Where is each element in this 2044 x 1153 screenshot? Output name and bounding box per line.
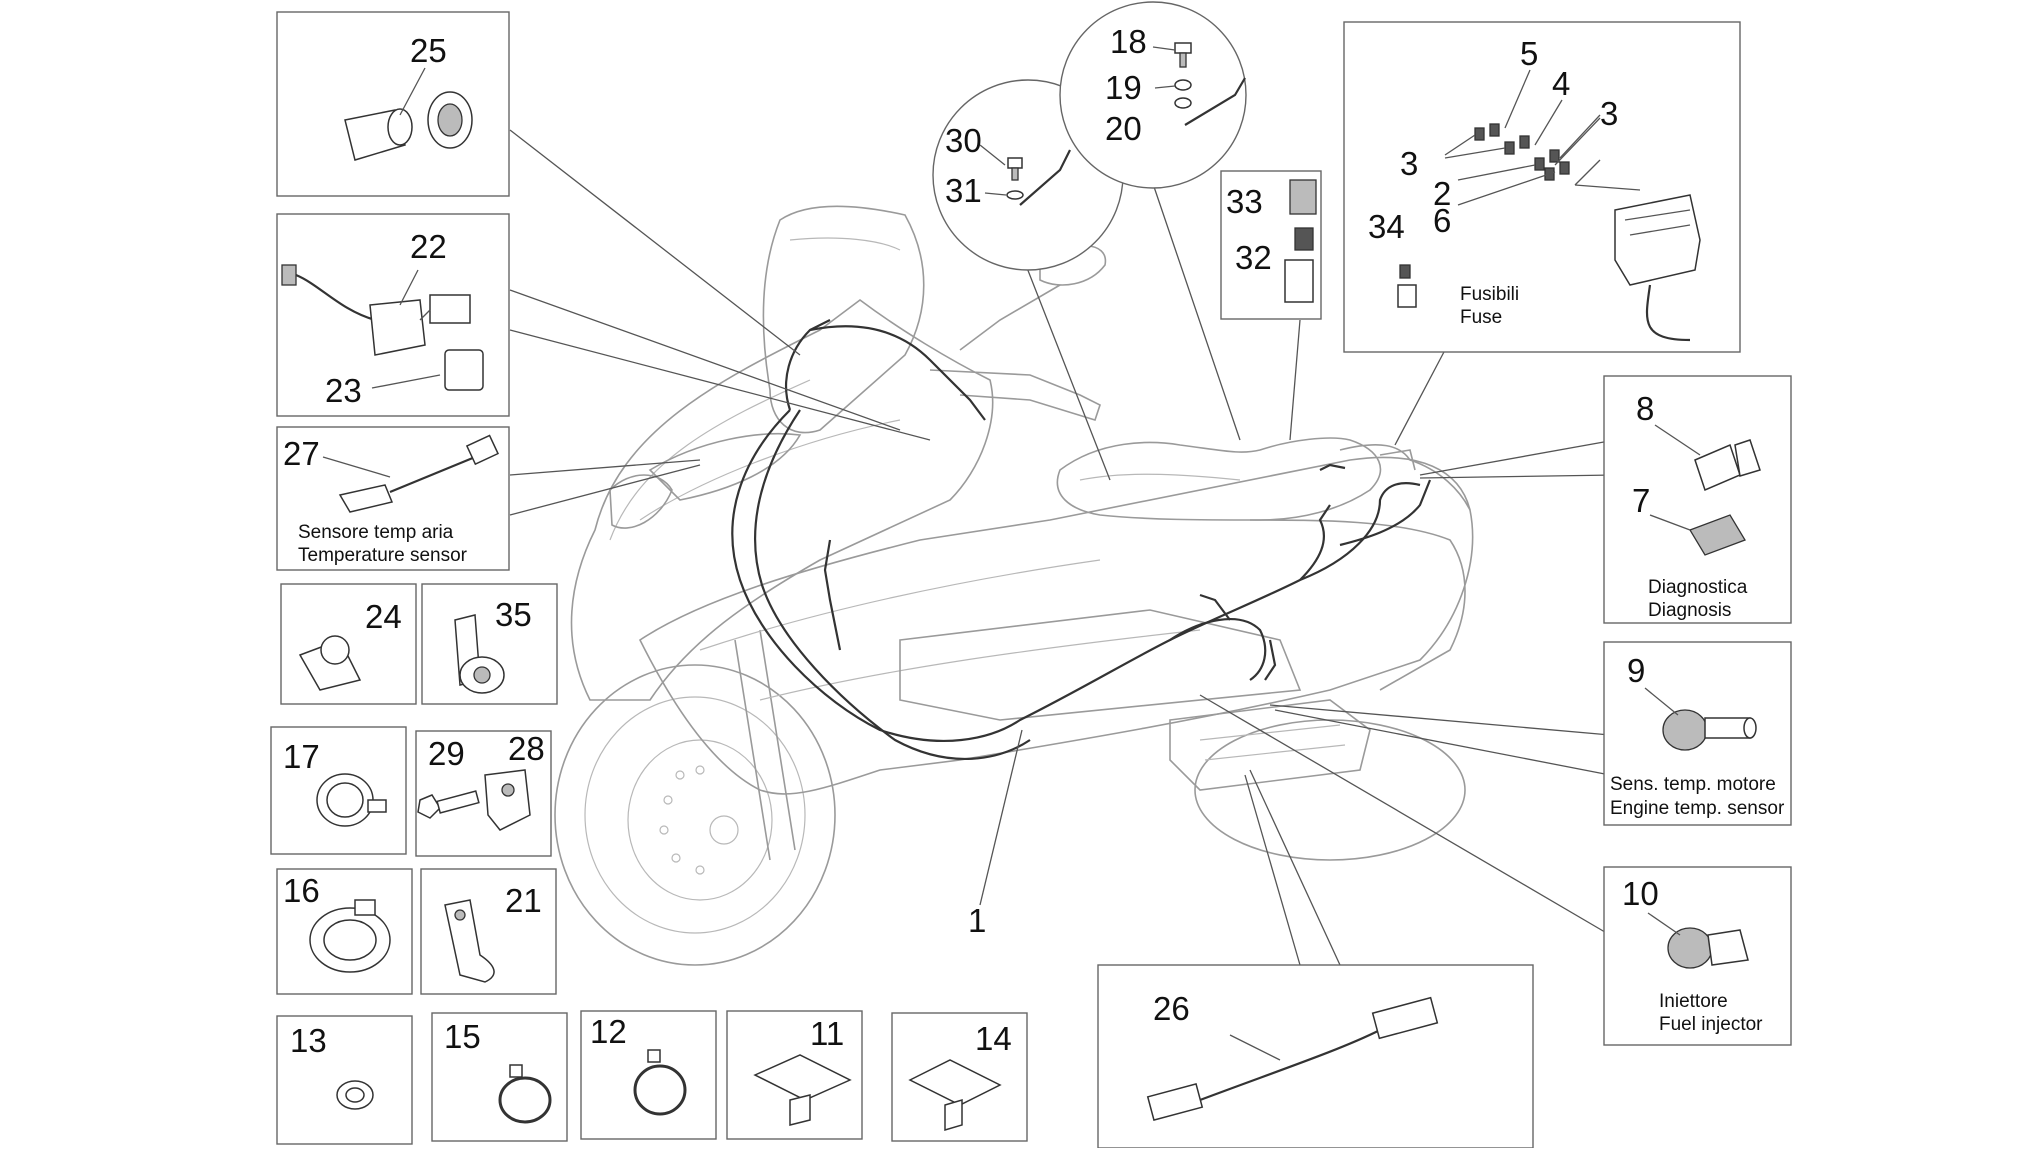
screw-18-icon [1152,42,1246,126]
box-part-15 [431,1012,568,1142]
diagnostic-connector-7-icon [1649,514,1746,556]
bracket-21-icon [444,899,495,983]
fuse-box-housing-icon [1574,159,1701,342]
callout-2: 2 [1433,175,1451,212]
clip-35-icon [454,614,505,694]
callout-7: 7 [1632,482,1650,519]
box-part-28-29 [415,730,552,857]
clamp-16-icon [309,899,391,973]
caption-diag-en: Diagnosis [1648,600,1731,621]
callout-3b: 3 [1600,95,1618,132]
callout-14: 14 [975,1020,1012,1057]
caption-injector-it: Iniettore [1659,991,1728,1012]
callout-11: 11 [810,1015,844,1052]
callout-16: 16 [283,872,320,909]
box-part-13 [276,1015,413,1145]
caption-diag-it: Diagnostica [1648,577,1748,598]
callout-26: 26 [1153,990,1190,1027]
callout-32: 32 [1235,239,1272,276]
callout-3a: 3 [1400,145,1418,182]
caption-fuse-it: Fusibili [1460,284,1519,305]
caption-air-temp-en: Temperature sensor [298,545,468,566]
callout-30: 30 [945,122,982,159]
callout-15: 15 [444,1018,481,1055]
cable-tie-15-icon [498,1064,552,1124]
fuse-icons [1397,69,1601,308]
callout-1: 1 [968,902,986,939]
holder-11-icon [753,1054,852,1126]
callout-20: 20 [1105,110,1142,147]
callout-34: 34 [1368,208,1405,245]
scooter-illustration [554,205,1474,966]
callout-25: 25 [410,32,447,69]
engine-temp-sensor-icon [1644,687,1757,751]
box-part-24 [280,583,417,705]
box-part-25 [276,11,510,197]
caption-air-temp-it: Sensore temp aria [298,522,454,543]
leader-lines [509,129,1616,966]
callout-22: 22 [410,228,447,265]
callout-19: 19 [1105,69,1142,106]
clip-24-icon [298,635,362,691]
callout-17: 17 [283,738,320,775]
callout-18: 18 [1110,23,1147,60]
callout-circle-18-20 [1059,1,1247,189]
callout-9: 9 [1627,652,1645,689]
clamp-17-icon [316,773,387,827]
diagnostic-connector-8-icon [1654,424,1761,492]
callout-31: 31 [945,172,982,209]
callout-24: 24 [365,598,402,635]
callout-35: 35 [495,596,532,633]
relay-harness-icon [281,264,484,391]
callout-4: 4 [1552,65,1570,102]
callout-12: 12 [590,1013,627,1050]
extension-harness-26-icon [1146,996,1439,1121]
screw-30-icon [979,144,1071,206]
wiring-harness [731,319,1432,761]
callout-33: 33 [1226,183,1263,220]
callout-29: 29 [428,735,465,772]
callout-28: 28 [508,730,545,767]
clip-13-icon [336,1080,374,1110]
box-part-12 [580,1010,717,1140]
bolt-29-icon [417,790,480,819]
caption-fuse-en: Fuse [1460,307,1502,328]
holder-14-icon [908,1059,1002,1132]
box-diagnosis [1603,375,1792,624]
callout-13: 13 [290,1022,327,1059]
caption-engine-temp-it: Sens. temp. motore [1610,774,1776,795]
callout-5: 5 [1520,35,1538,72]
relay-33-icon [1284,179,1317,303]
callout-10: 10 [1622,875,1659,912]
callout-21: 21 [505,882,542,919]
caption-engine-temp-en: Engine temp. sensor [1610,798,1785,819]
power-socket-icon [344,67,473,161]
air-temp-sensor-icon [322,434,500,513]
callout-6: 6 [1433,202,1451,239]
callout-23: 23 [325,372,362,409]
cable-tie-12-icon [633,1049,687,1116]
fuel-injector-icon [1647,912,1749,969]
callout-27: 27 [283,435,320,472]
bracket-28-icon [484,769,531,831]
caption-injector-en: Fuel injector [1659,1014,1763,1035]
callout-8: 8 [1636,390,1654,427]
